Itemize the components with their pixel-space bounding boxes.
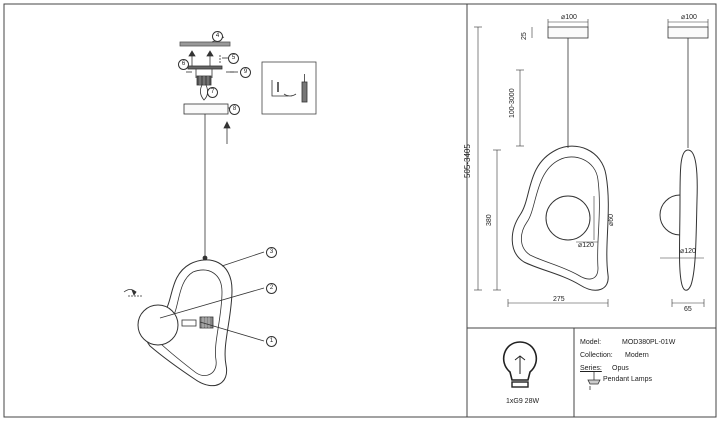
dim-canopy-height: 25 <box>521 32 528 40</box>
dim-canopy-dia-front: ⌀100 <box>561 14 577 21</box>
callout-6: 6 <box>178 59 189 70</box>
bulb-icon <box>502 341 538 388</box>
callout-3: 3 <box>266 247 277 258</box>
dim-body-width: 275 <box>553 296 565 303</box>
collection-label: Collection: <box>580 352 613 359</box>
callout-1: 1 <box>266 336 277 347</box>
bulb-spec: 1xG9 28W <box>506 398 540 405</box>
callout-5: 5 <box>228 53 239 64</box>
series-label: Series: <box>580 365 602 372</box>
dim-globe-dia-front: ⌀120 <box>578 242 594 249</box>
model-label: Model: <box>580 339 602 346</box>
front-view <box>474 19 609 307</box>
callout-2: 2 <box>266 283 277 294</box>
series-value: Opus <box>612 365 629 372</box>
callout-9: 9 <box>240 67 251 78</box>
assembly-view <box>123 36 265 387</box>
callout-7: 7 <box>207 87 218 98</box>
sheet-border <box>3 3 717 418</box>
side-view <box>659 19 709 307</box>
dim-body-depth: 65 <box>684 306 692 313</box>
collection-value: Modern <box>625 352 649 359</box>
dim-globe-dia-side: ⌀120 <box>680 248 696 255</box>
dim-cable-length: 100-3000 <box>509 88 516 118</box>
dim-body-height: 380 <box>486 214 493 226</box>
dim-total-height: 505-3405 <box>463 144 472 178</box>
pendant-lamp-icon <box>587 372 601 390</box>
dim-canopy-dia-side: ⌀100 <box>681 14 697 21</box>
wiring-detail-inset <box>261 61 317 115</box>
dim-globe-height: ⌀60 <box>608 213 615 226</box>
callout-4: 4 <box>212 31 223 42</box>
category-value: Pendant Lamps <box>603 376 653 383</box>
model-value: MOD380PL-01W <box>622 339 676 346</box>
callout-8: 8 <box>229 104 240 115</box>
